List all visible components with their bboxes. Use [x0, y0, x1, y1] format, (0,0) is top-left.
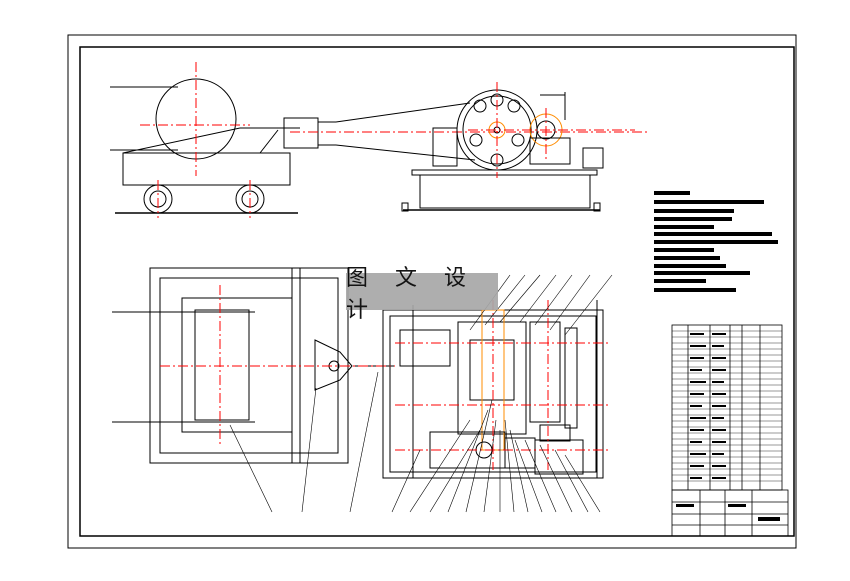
watermark-label: 图 文 设 计 [346, 266, 498, 323]
parts-list-table [671, 324, 783, 491]
parts-list-text-marks [690, 333, 726, 479]
technical-notes [654, 191, 778, 292]
leader-lines [229, 274, 613, 513]
parts-list-rows [672, 330, 782, 482]
inner-frame [79, 46, 795, 537]
cart-side-view [110, 78, 336, 214]
outer-frame [67, 34, 797, 549]
title-block [671, 489, 789, 537]
